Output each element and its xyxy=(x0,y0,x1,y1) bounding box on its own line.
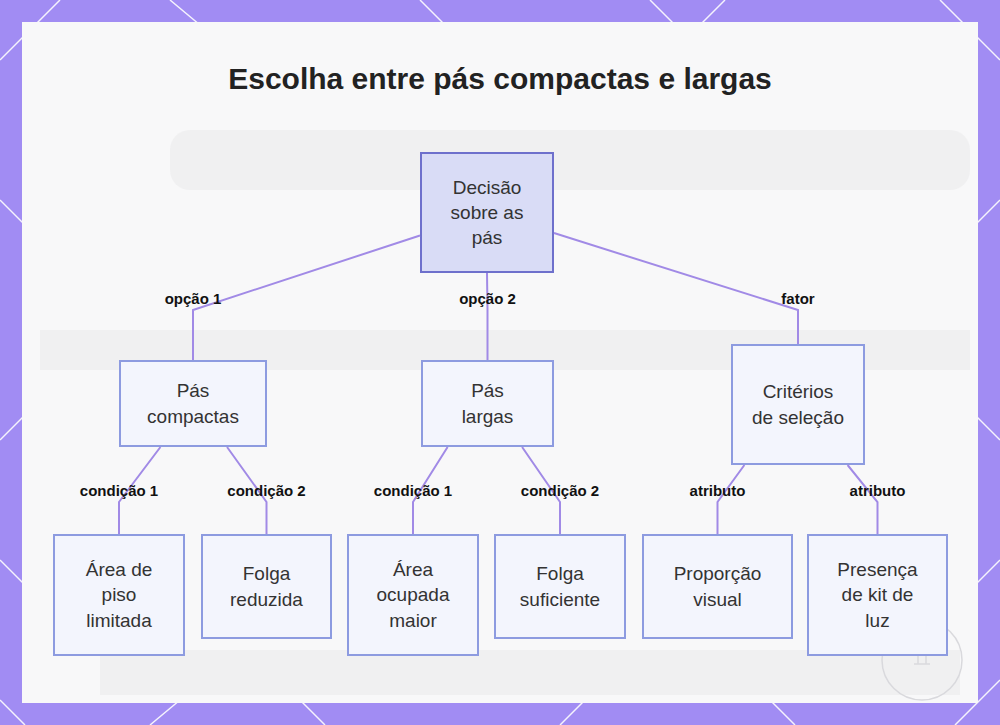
connector-line xyxy=(193,235,420,360)
edge-label: opção 2 xyxy=(459,290,516,307)
root-box: Decisão sobre as pás xyxy=(420,152,554,273)
process-box: Presença de kit de luz xyxy=(807,534,948,656)
node-text: Folga reduzida xyxy=(217,561,317,611)
edge-label: condição 2 xyxy=(227,482,305,499)
node-text: Proporção visual xyxy=(663,561,773,611)
edge-label: atributo xyxy=(850,482,906,499)
diagram-title: Escolha entre pás compactas e largas xyxy=(0,62,1000,96)
connector-line xyxy=(554,233,798,344)
node-text: Critérios de seleção xyxy=(752,379,844,429)
process-box: Proporção visual xyxy=(642,534,793,639)
process-box: Folga suficiente xyxy=(494,534,626,639)
edge-label: fator xyxy=(781,290,814,307)
process-box: Pás compactas xyxy=(119,360,267,447)
node-text: Decisão sobre as pás xyxy=(435,175,539,250)
connector-line xyxy=(487,273,489,360)
node-text: Folga suficiente xyxy=(510,561,610,611)
process-box: Folga reduzida xyxy=(201,534,332,639)
node-text: Pás compactas xyxy=(138,378,248,428)
node-text: Presença de kit de luz xyxy=(830,557,925,632)
edge-label: condição 1 xyxy=(374,482,452,499)
edge-label: condição 1 xyxy=(80,482,158,499)
process-box: Critérios de seleção xyxy=(731,344,865,465)
process-box: Área de piso limitada xyxy=(53,534,185,656)
node-text: Pás largas xyxy=(448,378,528,428)
node-text: Área de piso limitada xyxy=(74,557,164,632)
node-text: Área ocupada maior xyxy=(366,557,461,632)
edge-label: condição 2 xyxy=(521,482,599,499)
process-box: Área ocupada maior xyxy=(347,534,479,656)
connector-line xyxy=(848,465,878,534)
connector-line xyxy=(718,465,745,534)
edge-label: atributo xyxy=(690,482,746,499)
edge-label: opção 1 xyxy=(165,290,222,307)
process-box: Pás largas xyxy=(421,360,554,447)
